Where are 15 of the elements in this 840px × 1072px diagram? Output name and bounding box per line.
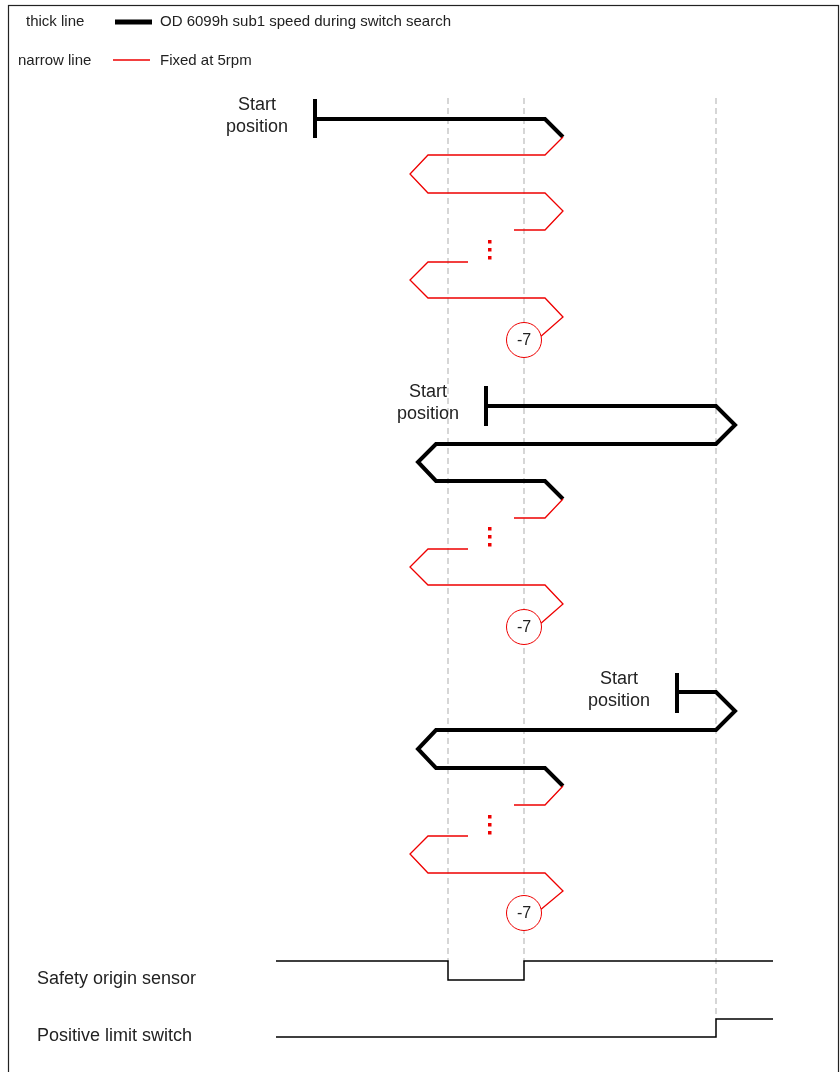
signal-name: Positive limit switch: [37, 1025, 193, 1047]
legend-text: OD 6099h sub1 speed during switch search: [160, 12, 451, 30]
legend-text: Fixed at 5rpm: [160, 51, 252, 69]
count-number: -7: [516, 331, 532, 349]
start-position-label: Start position: [224, 94, 289, 138]
line-type-label: thick line: [26, 12, 85, 30]
count-number: -7: [516, 904, 532, 922]
start-position-label: Start position: [395, 381, 460, 425]
count-circle: [506, 895, 542, 931]
signal-name: Safety origin sensor: [37, 968, 197, 990]
count-number: -7: [516, 618, 532, 636]
start-position-label: Start position: [586, 668, 651, 712]
line-type-label: narrow line: [18, 51, 92, 69]
count-circle: [506, 609, 542, 645]
count-circle: [506, 322, 542, 358]
